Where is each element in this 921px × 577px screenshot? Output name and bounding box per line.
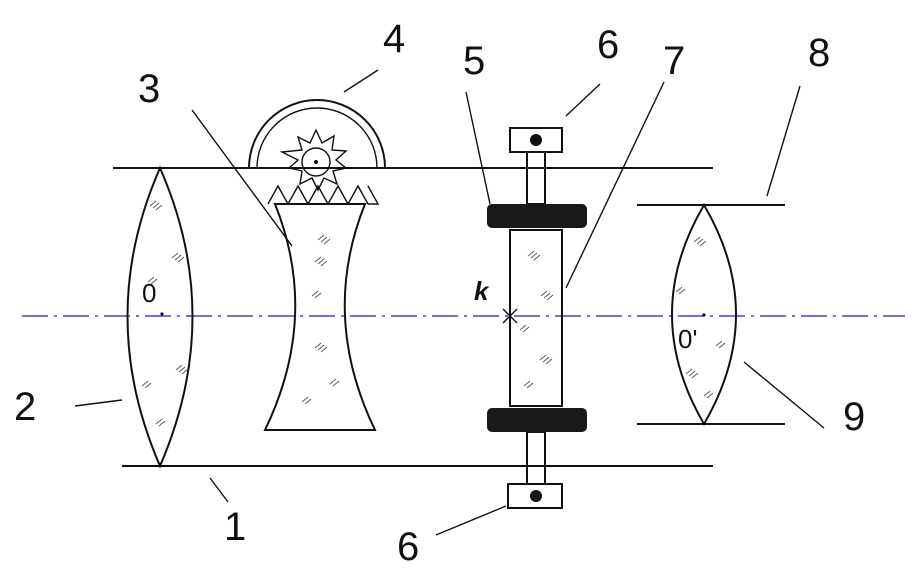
label-k: k bbox=[474, 276, 490, 306]
convex-lens-eyepiece bbox=[671, 203, 737, 426]
gear-housing bbox=[248, 99, 386, 192]
label-6-top: 6 bbox=[597, 23, 619, 67]
filter-assembly bbox=[487, 127, 587, 509]
label-9: 9 bbox=[843, 395, 865, 439]
label-6-bottom: 6 bbox=[397, 525, 419, 569]
gear-icon bbox=[279, 128, 348, 192]
point-k-marker bbox=[502, 308, 518, 324]
label-5: 5 bbox=[463, 39, 485, 83]
upper-clamp-block bbox=[487, 204, 587, 228]
bottom-adjust-knob bbox=[507, 483, 563, 509]
concave-lens bbox=[263, 184, 380, 431]
label-o-prime: 0' bbox=[678, 324, 697, 354]
label-2: 2 bbox=[14, 385, 36, 429]
top-adjust-knob bbox=[509, 127, 563, 153]
label-7: 7 bbox=[663, 39, 685, 83]
rack-teeth bbox=[267, 184, 380, 206]
label-4: 4 bbox=[383, 17, 405, 61]
label-3: 3 bbox=[138, 67, 160, 111]
glass-plate bbox=[509, 229, 563, 407]
lower-clamp-block bbox=[487, 408, 587, 432]
leader-lines bbox=[74, 69, 825, 536]
label-1: 1 bbox=[224, 505, 246, 549]
label-o: 0 bbox=[142, 278, 156, 308]
convex-lens-objective bbox=[126, 165, 194, 469]
label-8: 8 bbox=[808, 31, 830, 75]
